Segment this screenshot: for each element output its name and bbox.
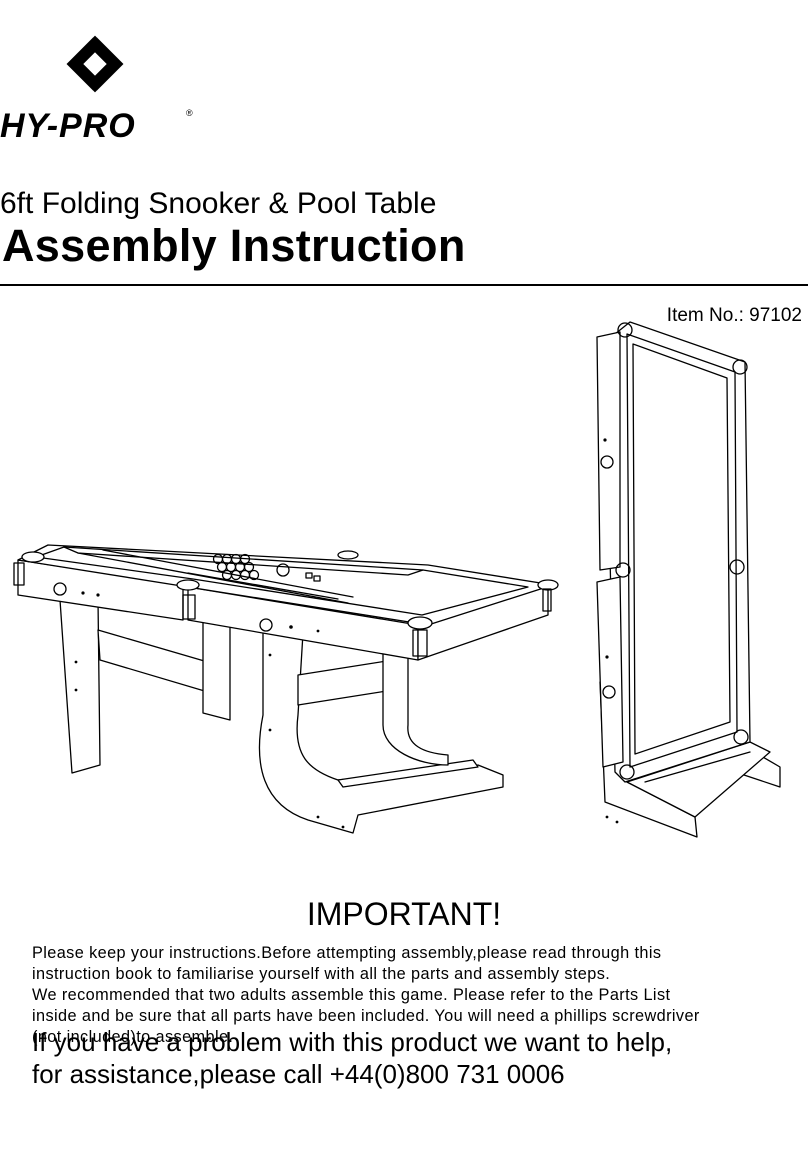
important-paragraph: Please keep your instructions.Before att…	[32, 943, 802, 1048]
product-subtitle: 6ft Folding Snooker & Pool Table	[0, 187, 437, 220]
important-heading: IMPORTANT!	[306, 896, 502, 932]
page-title: Assembly Instruction	[2, 220, 466, 271]
paragraph-line: Please keep your instructions.Before att…	[32, 944, 662, 962]
paragraph-line: instruction book to familiarise yourself…	[32, 965, 611, 983]
paragraph-line: (not included)to assemble.	[32, 1028, 234, 1046]
folded-table-illustration	[585, 312, 785, 857]
brand-name: HY-PRO	[0, 107, 136, 145]
paragraph-line: inside and be sure that all parts have b…	[32, 1007, 700, 1025]
brand-logo: HY-PRO ®	[0, 28, 200, 153]
registered-mark: ®	[186, 108, 193, 118]
title-divider	[0, 284, 808, 286]
item-number: Item No.: 97102	[666, 305, 802, 326]
help-line: If you have a problem with this product …	[32, 1027, 673, 1057]
interlocked-diamond-logo-icon: HY-PRO ®	[0, 35, 193, 145]
help-line: for assistance,please call +44(0)800 731…	[32, 1059, 565, 1089]
help-contact: If you have a problem with this product …	[32, 1026, 802, 1090]
assembled-table-illustration	[8, 515, 568, 845]
paragraph-line: We recommended that two adults assemble …	[32, 986, 671, 1004]
